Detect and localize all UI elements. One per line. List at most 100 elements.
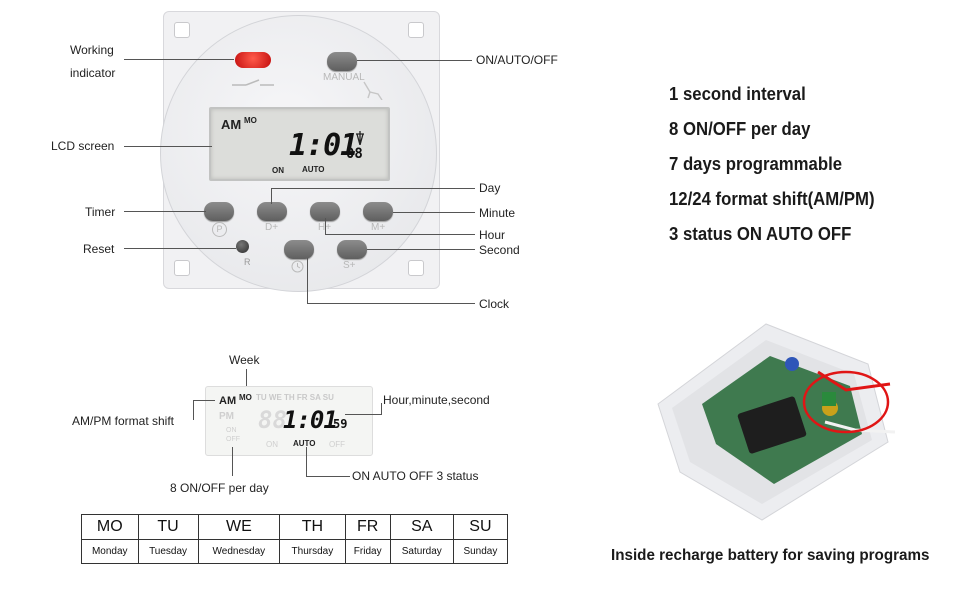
detail-pm: PM <box>219 411 234 422</box>
detail-on-small: ON <box>226 427 237 434</box>
leader-line <box>124 146 212 147</box>
leader-line <box>271 188 475 189</box>
manual-label: MANUAL <box>323 72 365 83</box>
callout-hour: Hour <box>479 228 506 242</box>
day-button-label: D+ <box>265 222 279 233</box>
detail-on: ON <box>266 440 278 449</box>
day-abbr-cell: MO <box>81 514 139 540</box>
day-full-cell: Thursday <box>279 539 346 564</box>
leader-line <box>393 212 475 213</box>
leader-line <box>307 303 475 304</box>
detail-off-small: OFF <box>226 436 240 443</box>
detail-auto: AUTO <box>293 439 316 448</box>
leader-line <box>246 369 247 396</box>
mount-hole-icon <box>408 22 424 38</box>
timer-p-label: P <box>212 222 227 237</box>
days-abbr-row: MO TU WE TH FR SA SU <box>81 514 509 540</box>
working-indicator-led <box>235 52 271 68</box>
days-full-row: Monday Tuesday Wednesday Thursday Friday… <box>81 539 509 564</box>
feature-item: 12/24 format shift(AM/PM) <box>669 189 875 209</box>
day-abbr-cell: TH <box>279 514 346 540</box>
callout-clock: Clock <box>479 297 510 311</box>
day-full-cell: Wednesday <box>197 539 281 564</box>
battery-caption: Inside recharge battery for saving progr… <box>611 547 930 564</box>
leader-line <box>345 414 382 415</box>
day-abbr-cell: TU <box>137 514 199 540</box>
leader-line <box>193 400 215 401</box>
callout-week: Week <box>229 353 260 367</box>
clock-button[interactable] <box>284 240 314 259</box>
day-abbr-cell: SU <box>452 514 509 540</box>
callout-day: Day <box>479 181 501 195</box>
minute-button[interactable] <box>363 202 393 221</box>
callout-on-auto-off: ON/AUTO/OFF <box>476 53 558 67</box>
lcd-on: ON <box>272 166 284 175</box>
timer-button[interactable] <box>204 202 234 221</box>
second-button[interactable] <box>337 240 367 259</box>
leader-line <box>307 258 308 304</box>
day-abbr-cell: FR <box>344 514 391 540</box>
lcd-day: MO <box>244 116 257 125</box>
day-full-cell: Friday <box>344 539 391 564</box>
detail-off: OFF <box>329 440 345 449</box>
minute-button-label: M+ <box>371 222 386 233</box>
lcd-time: 1:01 <box>289 128 358 163</box>
second-button-label: S+ <box>343 260 356 271</box>
hour-button-label: H+ <box>318 222 331 233</box>
mount-hole-icon <box>408 260 424 276</box>
lcd-detail-panel <box>205 386 373 456</box>
detail-seconds: 59 <box>333 417 348 431</box>
switch-symbol-icon <box>232 74 274 86</box>
leader-line <box>367 249 475 250</box>
day-full-cell: Saturday <box>389 539 454 564</box>
callout-timer: Timer <box>85 205 116 219</box>
day-full-cell: Tuesday <box>137 539 199 564</box>
leader-line <box>124 59 234 60</box>
feature-item: 8 ON/OFF per day <box>669 119 811 139</box>
leader-line <box>306 447 307 476</box>
detail-mo: MO <box>239 393 252 402</box>
feature-item: 1 second interval <box>669 84 806 104</box>
day-abbr-cell: SA <box>389 514 454 540</box>
callout-onoff: 8 ON/OFF per day <box>170 481 269 495</box>
days-table: MO TU WE TH FR SA SU Monday Tuesday Wedn… <box>81 514 509 564</box>
callout-second: Second <box>479 243 520 257</box>
leader-line <box>381 403 382 415</box>
detail-ghost-digits: 88 <box>258 406 287 434</box>
lcd-auto: AUTO <box>302 165 325 174</box>
hand-press-icon <box>360 80 386 101</box>
reset-button[interactable] <box>236 240 249 253</box>
tower-icon <box>354 131 366 148</box>
day-button[interactable] <box>257 202 287 221</box>
callout-minute: Minute <box>479 206 516 220</box>
day-full-cell: Sunday <box>452 539 509 564</box>
leader-line <box>232 447 233 476</box>
detail-days-row: TU WE TH FR SA SU <box>256 393 334 402</box>
callout-ampm: AM/PM format shift <box>72 414 175 428</box>
feature-item: 3 status ON AUTO OFF <box>669 224 852 244</box>
leader-line <box>325 234 475 235</box>
callout-lcd-screen: LCD screen <box>51 139 115 153</box>
manual-button[interactable] <box>327 52 357 71</box>
detail-time: 1:01 <box>283 406 338 434</box>
day-full-cell: Monday <box>81 539 139 564</box>
detail-am: AM <box>219 395 237 407</box>
lcd-seconds: 08 <box>346 146 363 162</box>
leader-line <box>306 476 350 477</box>
lcd-ampm: AM <box>221 117 242 132</box>
leader-line <box>325 218 326 234</box>
lcd-screen <box>209 107 390 181</box>
pcb-photo <box>650 312 900 527</box>
leader-line <box>193 400 194 420</box>
feature-item: 7 days programmable <box>669 154 843 174</box>
callout-working-2: indicator <box>70 66 116 80</box>
clock-icon <box>291 260 304 273</box>
callout-status: ON AUTO OFF 3 status <box>352 469 479 483</box>
leader-line <box>124 211 206 212</box>
leader-line <box>124 248 236 249</box>
day-abbr-cell: WE <box>197 514 281 540</box>
hour-button[interactable] <box>310 202 340 221</box>
callout-working-1: Working <box>70 43 114 57</box>
mount-hole-icon <box>174 260 190 276</box>
leader-line <box>357 60 472 61</box>
